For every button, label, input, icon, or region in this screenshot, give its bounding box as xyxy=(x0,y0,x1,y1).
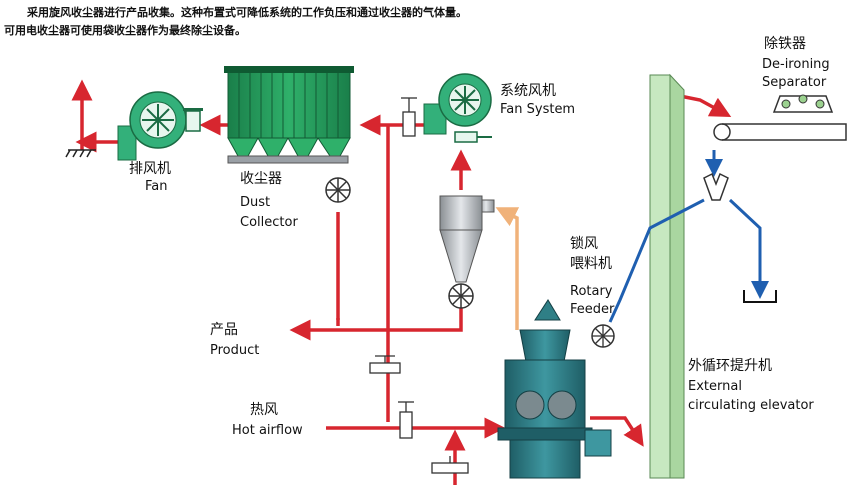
valve-icon xyxy=(369,97,469,474)
product-label-en: Product xyxy=(210,343,259,358)
deironing-separator-label-en-2: Separator xyxy=(762,75,827,90)
splitter-icon xyxy=(703,172,729,201)
dust-collector-label-zh: 收尘器 xyxy=(240,171,282,187)
rotary-feeder-label-zh-1: 锁风 xyxy=(570,236,598,252)
external-elevator-label-en-2: circulating elevator xyxy=(688,398,814,413)
bin-icon xyxy=(743,290,777,303)
hot-airflow-label-en: Hot airflow xyxy=(232,423,303,438)
exhaust-fan xyxy=(117,91,203,161)
exhaust-fan-label-zh: 排风机 xyxy=(129,161,171,177)
exhaust-fan-label-en: Fan xyxy=(145,179,168,194)
deironing-separator xyxy=(713,94,847,141)
description-line-2: 可用电收尘器可使用袋收尘器作为最终除尘设备。 xyxy=(4,24,246,37)
splitter-to-bin-line xyxy=(728,198,769,299)
external-elevator xyxy=(649,73,685,479)
system-fan-label-zh: 系统风机 xyxy=(500,83,556,99)
fan-icon xyxy=(451,86,479,114)
ground-icon xyxy=(65,149,96,158)
external-elevator-label-en-1: External xyxy=(688,379,742,394)
rotary-feeder-label-en-1: Rotary xyxy=(570,284,613,299)
product-label-zh: 产品 xyxy=(210,322,238,338)
elevator-to-separator-arrow xyxy=(679,94,732,118)
cyclone-product-line xyxy=(289,308,463,341)
external-elevator-label-zh: 外循环提升机 xyxy=(688,358,772,374)
dust-collector-label-en-2: Collector xyxy=(240,215,298,230)
system-fan-label-en: Fan System xyxy=(500,102,575,117)
deironing-separator-label-zh: 除铁器 xyxy=(764,36,806,52)
dust-collector-label-en-1: Dust xyxy=(240,195,270,210)
description-line-1: 采用旋风收尘器进行产品收集。这种布置式可降低系统的工作负压和通过收尘器的气体量。 xyxy=(27,6,467,19)
splitter-to-mill-line xyxy=(608,198,705,323)
system-fan xyxy=(423,73,492,143)
mill-icon xyxy=(497,299,615,479)
mill-to-elevator-arrow xyxy=(590,416,644,447)
mill-to-cyclone-arrow xyxy=(495,207,520,330)
material-flow-lines xyxy=(608,150,769,323)
cyclone-icon xyxy=(439,195,495,309)
deironing-separator-label-en-1: De-ironing xyxy=(762,57,830,72)
hot-airflow-label-zh: 热风 xyxy=(250,402,278,418)
fan-icon xyxy=(142,104,174,136)
rotary-feeder-label-zh-2: 喂料机 xyxy=(570,256,612,272)
rotary-feeder-label-en-2: Feeder xyxy=(570,302,615,317)
dust-collector xyxy=(224,66,354,203)
